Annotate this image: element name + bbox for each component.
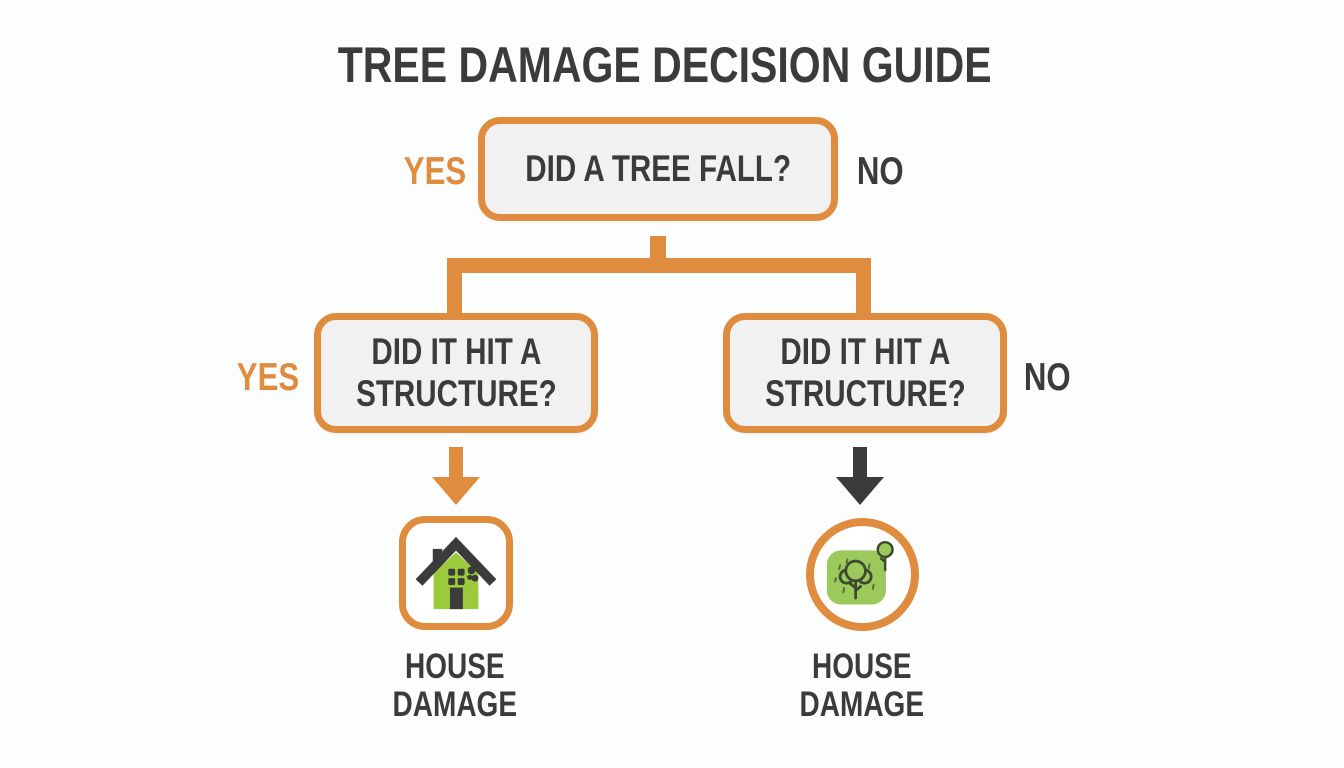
- down-arrow-orange-icon: [432, 447, 480, 505]
- root-question-box: DID A TREE FALL?: [478, 117, 838, 221]
- right-branch-no-label: NO: [1023, 356, 1071, 399]
- house-damage-icon: [415, 536, 497, 610]
- connector-right-vertical: [856, 258, 871, 315]
- left-outcome-label: HOUSE DAMAGE: [392, 647, 518, 724]
- yard-trees-icon-circle: [806, 518, 919, 631]
- left-branch-question-box: DID IT HIT A STRUCTURE?: [314, 313, 598, 433]
- right-branch-question-box: DID IT HIT A STRUCTURE?: [723, 313, 1007, 433]
- connector-stub: [650, 236, 666, 262]
- house-damage-icon-tile: [399, 516, 513, 630]
- connector-horizontal-bar: [447, 258, 871, 273]
- root-no-label: NO: [856, 150, 904, 193]
- down-arrow-dark-icon: [836, 447, 884, 505]
- left-branch-yes-label: YES: [236, 356, 300, 399]
- page-title: TREE DAMAGE DECISION GUIDE: [338, 37, 992, 93]
- right-outcome-label: HOUSE DAMAGE: [799, 647, 925, 724]
- connector-left-vertical: [447, 258, 462, 315]
- yard-trees-icon: [826, 540, 894, 605]
- root-yes-label: YES: [403, 150, 467, 193]
